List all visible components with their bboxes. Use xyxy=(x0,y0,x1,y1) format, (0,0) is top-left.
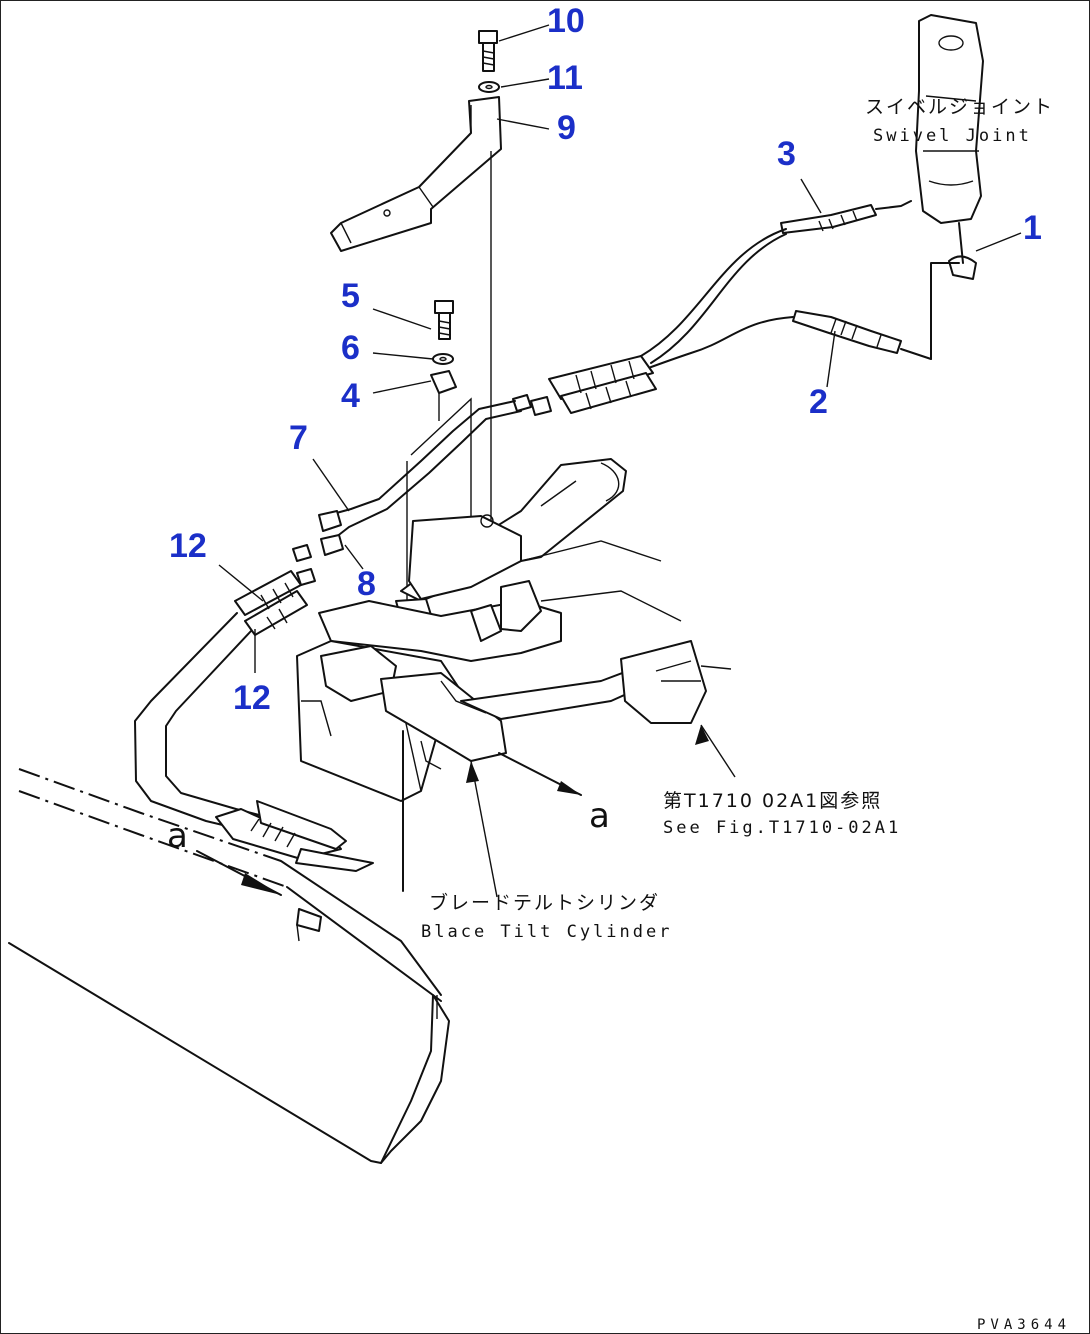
hose-2 xyxy=(628,262,960,376)
drawing-code: PVA3644 xyxy=(977,1317,1071,1333)
bracket-9 xyxy=(330,96,502,252)
cylinder-label-jp: ブレードテルトシリンダ xyxy=(429,891,660,914)
swivel-joint-label-jp: スイベルジョイント xyxy=(865,96,1054,118)
washer-11 xyxy=(478,81,500,93)
bolt-10 xyxy=(478,30,498,72)
callout-6: 6 xyxy=(341,329,360,367)
washer-6 xyxy=(432,353,454,365)
callout-5: 5 xyxy=(341,277,360,315)
clamp-4 xyxy=(430,370,457,421)
view-arrow-a-bottom xyxy=(196,850,282,896)
callout-1: 1 xyxy=(1023,209,1042,247)
swivel-joint xyxy=(915,14,984,280)
callout-12-upper: 12 xyxy=(169,527,207,565)
callout-12-lower: 12 xyxy=(233,679,271,717)
view-letter-a-right: a xyxy=(589,796,610,836)
callout-4: 4 xyxy=(341,377,360,415)
tube-7 xyxy=(318,400,522,556)
frame-assembly xyxy=(296,458,732,802)
callout-3: 3 xyxy=(777,135,796,173)
callout-10: 10 xyxy=(547,2,585,40)
callout-2: 2 xyxy=(809,383,828,421)
swivel-joint-label-en: Swivel Joint xyxy=(873,126,1032,146)
bracket-plate-lines xyxy=(406,397,472,601)
reference-label-jp: 第T1710 02A1図参照 xyxy=(663,790,882,812)
leader-lines xyxy=(218,24,1022,898)
view-letter-a-left: a xyxy=(167,816,188,856)
callout-9: 9 xyxy=(557,109,576,147)
fittings-cluster xyxy=(512,355,657,416)
hose-3 xyxy=(590,200,912,374)
callout-11: 11 xyxy=(547,59,583,97)
bolt-5 xyxy=(434,300,454,340)
callout-7: 7 xyxy=(289,419,308,457)
reference-label-en: See Fig.T1710-02A1 xyxy=(663,818,901,838)
callout-8: 8 xyxy=(357,565,376,603)
hose-12 xyxy=(134,544,374,872)
blade xyxy=(8,730,450,1164)
cylinder-label-en: Blace Tilt Cylinder xyxy=(421,922,672,942)
view-arrow-a-top xyxy=(498,752,582,796)
